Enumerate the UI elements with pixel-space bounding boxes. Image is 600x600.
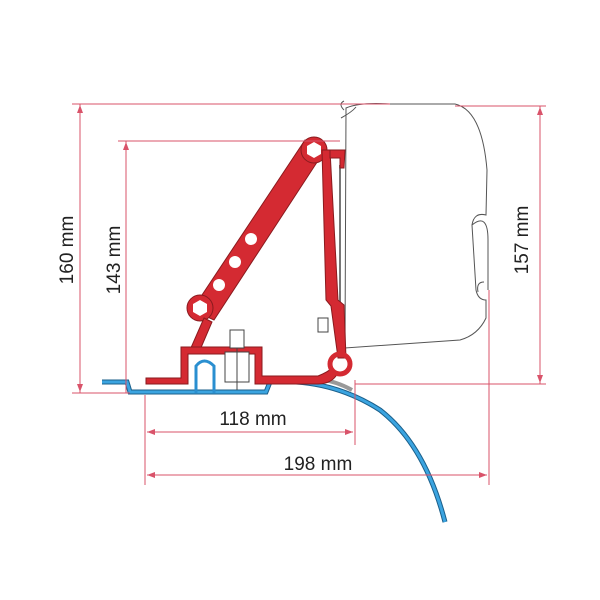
bolt bbox=[224, 317, 329, 390]
dimension-198: 198 mm bbox=[147, 290, 490, 485]
dimension-label-143: 143 mm bbox=[104, 226, 125, 295]
dimension-label-157: 157 mm bbox=[512, 206, 533, 275]
dimension-118: 118 mm bbox=[144, 380, 356, 485]
dimension-160: 160 mm bbox=[57, 103, 390, 394]
dimension-157: 157 mm bbox=[355, 105, 546, 385]
bracket bbox=[145, 136, 353, 385]
bracket-holes bbox=[193, 142, 321, 316]
dimension-label-118: 118 mm bbox=[219, 409, 286, 430]
dimension-143: 143 mm bbox=[104, 140, 340, 393]
awning-casing bbox=[339, 100, 489, 349]
dimension-label-160: 160 mm bbox=[57, 216, 78, 285]
vehicle-roof-profile bbox=[102, 359, 448, 523]
dimension-label-198: 198 mm bbox=[284, 454, 353, 475]
